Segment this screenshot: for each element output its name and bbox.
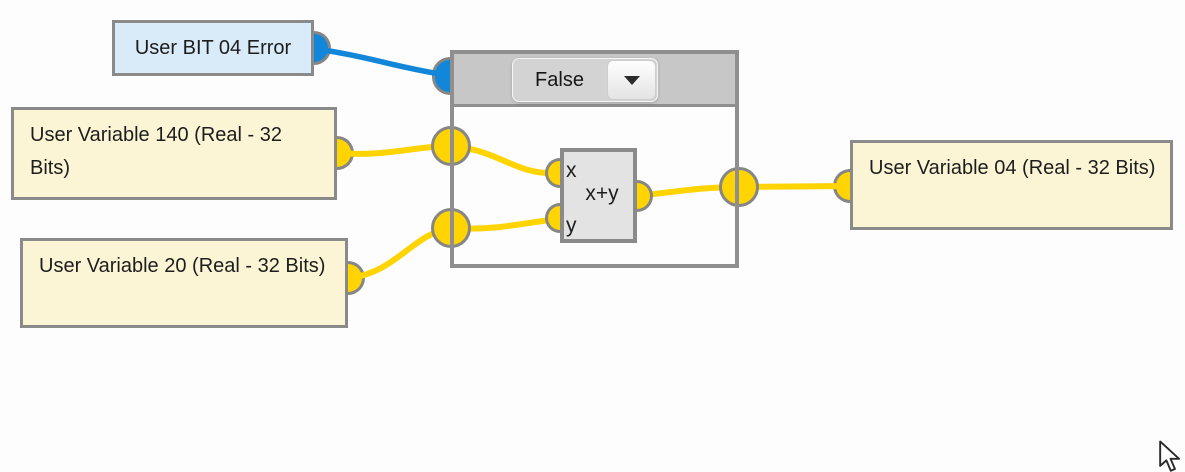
- node-label: User Variable 04 (Real - 32 Bits): [869, 157, 1156, 179]
- node-add-operator[interactable]: x y x+y: [560, 148, 637, 243]
- node-user-variable-20[interactable]: User Variable 20 (Real - 32 Bits): [20, 238, 348, 328]
- condition-dropdown[interactable]: False: [512, 58, 658, 102]
- add-input-y-label: y: [566, 214, 577, 237]
- wire-bit-error-to-group[interactable]: [313, 46, 450, 78]
- dropdown-arrow-icon: [623, 75, 640, 85]
- condition-dropdown-value: False: [535, 68, 584, 91]
- node-label: User Variable 140 (Real - 32 Bits): [30, 124, 282, 179]
- condition-dropdown-button[interactable]: [607, 60, 656, 100]
- node-user-bit-04-error[interactable]: User BIT 04 Error: [112, 20, 314, 76]
- mouse-cursor: [1159, 440, 1181, 472]
- node-user-variable-04[interactable]: User Variable 04 (Real - 32 Bits): [850, 140, 1173, 230]
- port-add-input-y[interactable]: [545, 203, 560, 233]
- condition-group-header: [450, 50, 739, 107]
- node-label: User Variable 20 (Real - 32 Bits): [39, 255, 326, 277]
- node-user-variable-140[interactable]: User Variable 140 (Real - 32 Bits): [11, 107, 337, 200]
- add-operator-label: x+y: [585, 182, 619, 205]
- condition-group-frame[interactable]: [450, 50, 739, 268]
- node-label: User BIT 04 Error: [134, 36, 292, 59]
- port-group-output[interactable]: [719, 167, 759, 207]
- port-add-input-x[interactable]: [545, 158, 560, 188]
- add-input-x-label: x: [566, 159, 577, 182]
